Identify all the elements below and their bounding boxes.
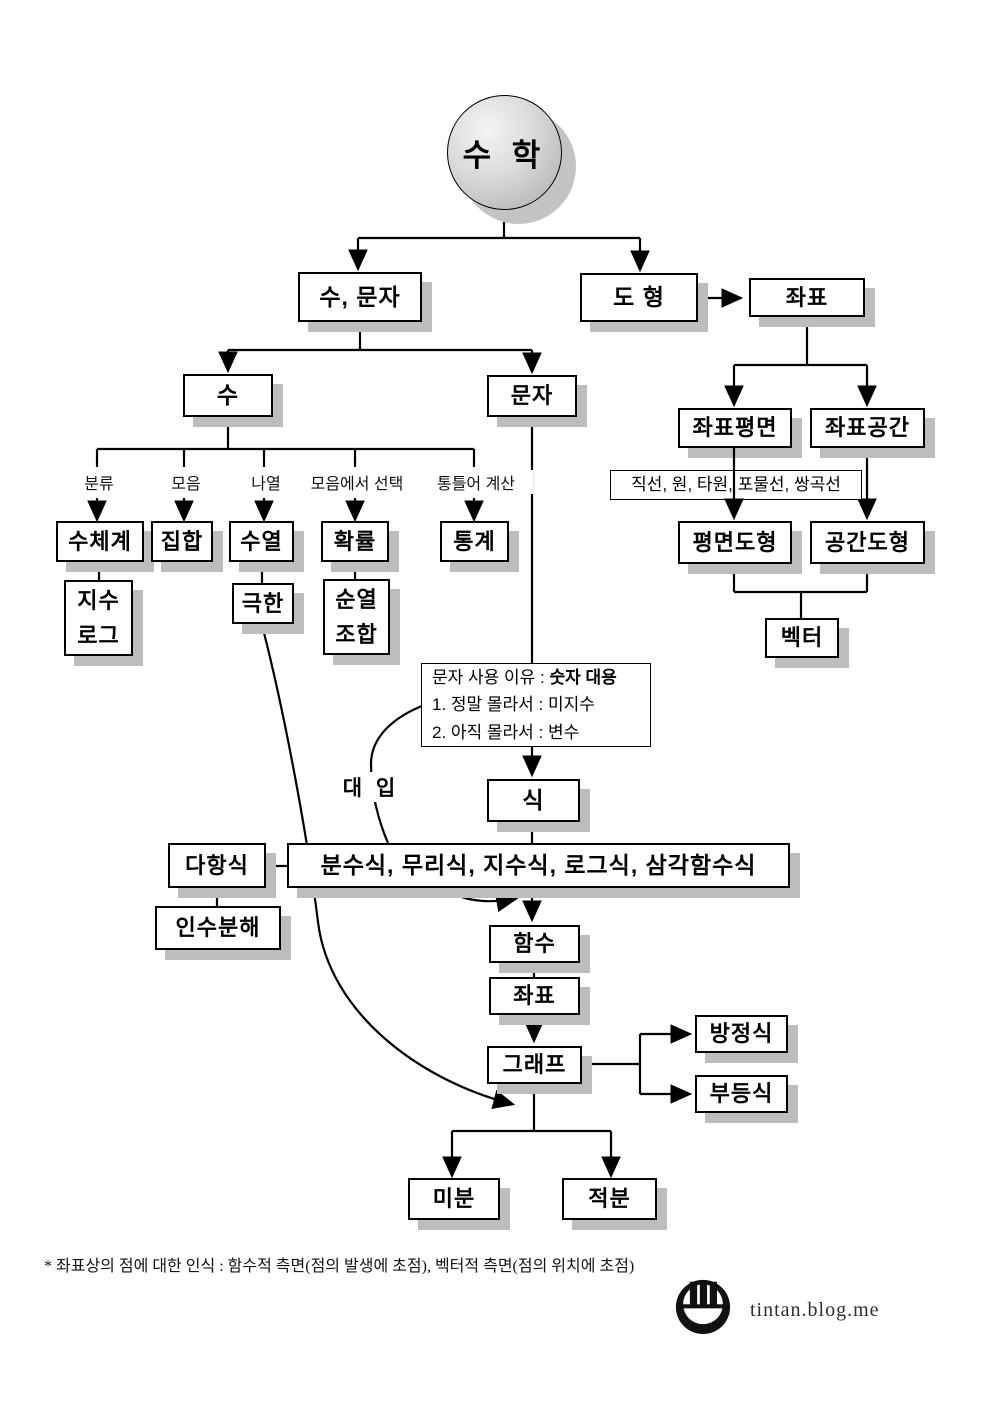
node-coordinates-2: 좌표 <box>489 977 580 1015</box>
node-polynomial-label: 다항식 <box>185 852 249 878</box>
node-graph: 그래프 <box>487 1046 582 1084</box>
node-differentiation-label: 미분 <box>432 1186 476 1212</box>
node-function: 함수 <box>489 925 580 963</box>
node-number-system: 수체계 <box>56 521 144 562</box>
node-expression-types: 분수식, 무리식, 지수식, 로그식, 삼각함수식 <box>287 843 790 888</box>
note-letter-usage-line2: 1. 정말 몰라서 : 미지수 <box>432 695 595 715</box>
node-expression: 식 <box>487 779 580 822</box>
node-number-letter-label: 수, 문자 <box>319 283 401 310</box>
note-letter-usage: 문자 사용 이유 : 숫자 대용 1. 정말 몰라서 : 미지수 2. 아직 몰… <box>421 663 651 747</box>
node-number-label: 수 <box>216 382 240 409</box>
note-letter-usage-line3: 2. 아직 몰라서 : 변수 <box>432 722 580 742</box>
node-letter: 문자 <box>487 375 577 417</box>
node-expression-label: 식 <box>522 787 545 814</box>
edge-label-substitution: 대 입 <box>336 772 406 802</box>
node-equation-label: 방정식 <box>709 1021 774 1047</box>
edge-label-selection-from-collection: 모음에서 선택 <box>295 470 419 494</box>
edge-label-enumeration-text: 나열 <box>251 476 281 493</box>
node-limit-label: 극한 <box>241 590 285 616</box>
edge-label-enumeration: 나열 <box>239 470 293 494</box>
node-coordinates-label: 좌표 <box>785 284 829 310</box>
node-space-figure-label: 공간도형 <box>825 529 910 555</box>
node-coordinate-plane-label: 좌표평면 <box>692 415 778 441</box>
footnote-text: * 좌표상의 점에 대한 인식 : 함수적 측면(점의 발생에 초점), 벡터적… <box>44 1258 635 1275</box>
node-probability: 확률 <box>321 521 389 562</box>
node-coordinates: 좌표 <box>749 278 865 317</box>
node-permutation-combination: 순열 조합 <box>323 579 390 655</box>
node-math-root-label: 수 학 <box>462 138 547 173</box>
node-vector-label: 벡터 <box>780 625 824 651</box>
note-curve-types-label: 직선, 원, 타원, 포물선, 쌍곡선 <box>631 475 841 495</box>
node-limit: 극한 <box>232 583 294 624</box>
node-probability-label: 확률 <box>333 528 377 554</box>
note-letter-usage-line1-bold: 숫자 대용 <box>549 668 617 688</box>
node-factorization-label: 인수분해 <box>175 915 261 941</box>
edge-label-overall-calculation: 통틀어 계산 <box>419 470 533 494</box>
node-sequence: 수열 <box>229 521 294 562</box>
node-set: 집합 <box>151 521 213 562</box>
node-factorization: 인수분해 <box>155 906 281 950</box>
node-statistics-label: 통계 <box>453 528 496 554</box>
node-coordinate-space: 좌표공간 <box>810 408 925 448</box>
node-space-figure: 공간도형 <box>810 521 925 564</box>
edge-label-selection-from-collection-text: 모음에서 선택 <box>310 476 404 493</box>
edge-label-collection: 모음 <box>159 470 213 494</box>
node-combination-label: 조합 <box>335 621 378 647</box>
edge-label-overall-calculation-text: 통틀어 계산 <box>436 476 516 493</box>
node-coordinate-plane: 좌표평면 <box>678 408 792 448</box>
node-math-root: 수 학 <box>447 95 562 210</box>
node-exponent-label: 지수 <box>77 588 120 614</box>
note-letter-usage-line1-prefix: 문자 사용 이유 : <box>432 668 550 688</box>
note-letter-usage-line1: 문자 사용 이유 : 숫자 대용 <box>432 664 617 691</box>
node-exponent-log: 지수 로그 <box>64 580 133 656</box>
node-letter-label: 문자 <box>510 383 554 409</box>
node-geometry: 도 형 <box>580 273 698 322</box>
node-number-letter: 수, 문자 <box>298 272 422 322</box>
node-coordinate-space-label: 좌표공간 <box>825 415 910 441</box>
node-differentiation: 미분 <box>408 1178 500 1220</box>
node-log-label: 로그 <box>77 622 120 648</box>
node-set-label: 집합 <box>160 528 204 554</box>
node-number-system-label: 수체계 <box>68 528 132 554</box>
node-inequality-label: 부등식 <box>709 1081 774 1107</box>
edge-label-substitution-text: 대 입 <box>342 777 400 800</box>
node-permutation-label: 순열 <box>335 587 378 613</box>
node-plane-figure-label: 평면도형 <box>692 529 778 555</box>
blog-url: tintan.blog.me <box>750 1299 880 1322</box>
node-number: 수 <box>183 374 273 417</box>
node-integration: 적분 <box>562 1178 657 1220</box>
node-expression-types-label: 분수식, 무리식, 지수식, 로그식, 삼각함수식 <box>320 852 757 879</box>
node-function-label: 함수 <box>513 931 556 957</box>
node-sequence-label: 수열 <box>240 528 283 554</box>
blog-url-text: tintan.blog.me <box>750 1299 880 1321</box>
node-plane-figure: 평면도형 <box>678 521 792 564</box>
edge-label-classification: 분류 <box>72 470 126 494</box>
edge-label-classification-text: 분류 <box>84 476 114 493</box>
node-statistics: 통계 <box>440 521 509 562</box>
node-graph-label: 그래프 <box>502 1052 567 1078</box>
node-polynomial: 다항식 <box>168 843 266 888</box>
footnote: * 좌표상의 점에 대한 인식 : 함수적 측면(점의 발생에 초점), 벡터적… <box>44 1252 634 1276</box>
node-equation: 방정식 <box>695 1015 788 1053</box>
edge-label-collection-text: 모음 <box>171 476 201 493</box>
node-inequality: 부등식 <box>695 1075 788 1113</box>
node-integration-label: 적분 <box>588 1186 631 1212</box>
tintan-logo-icon <box>675 1279 731 1335</box>
node-geometry-label: 도 형 <box>613 284 665 311</box>
node-vector: 벡터 <box>765 618 839 658</box>
node-coordinates-2-label: 좌표 <box>513 983 556 1009</box>
note-curve-types: 직선, 원, 타원, 포물선, 쌍곡선 <box>610 470 862 500</box>
